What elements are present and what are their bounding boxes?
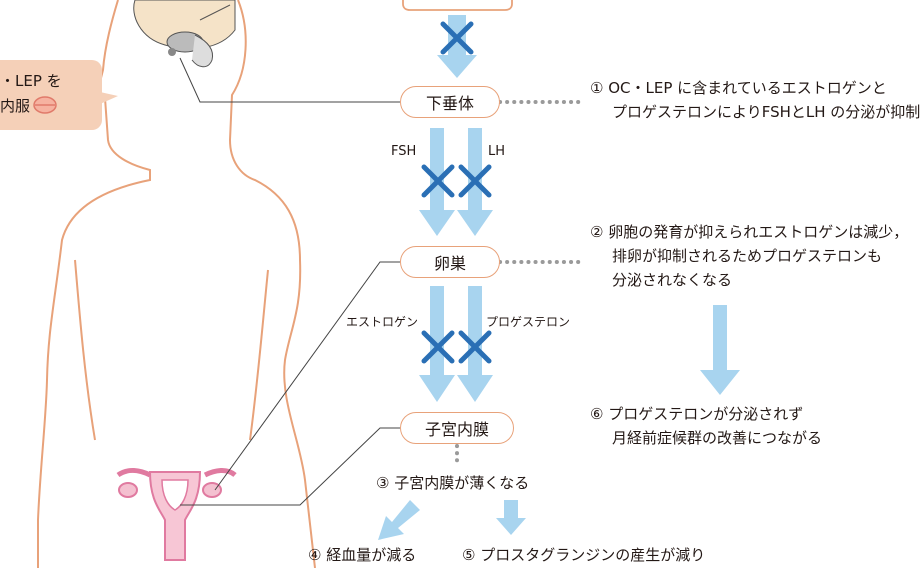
note-1-num: ① <box>590 79 604 97</box>
note-1: ① OC・LEP に含まれているエストロゲンと プロゲステロンによりFSHとLH… <box>590 76 920 124</box>
arrow-note <box>700 305 740 395</box>
note-5-num: ⑤ <box>462 546 476 564</box>
note-3-num: ③ <box>376 474 390 492</box>
cross-lh-icon <box>458 164 492 198</box>
arrow-to-pituitary <box>437 15 477 78</box>
cross-estrogen-icon <box>421 330 455 364</box>
dotted-connectors <box>455 100 582 468</box>
note-5-text: プロスタグランジンの産生が減り <box>480 546 706 564</box>
body-outline-right <box>228 0 316 568</box>
note-2-num: ② <box>590 223 604 241</box>
note-1-line1: OC・LEP に含まれているエストロゲンと <box>608 79 887 97</box>
inhibition-crosses <box>421 21 492 364</box>
speech-line2: 内服 <box>0 97 31 115</box>
note-4-num: ④ <box>308 546 322 564</box>
note-6-line2: 月経前症候群の改善につながる <box>612 429 823 447</box>
cross-fsh-icon <box>421 164 455 198</box>
note-2-line2: 排卵が抑制されるためプロゲステロンも <box>612 247 883 265</box>
note-2: ② 卵胞の発育が抑えられエストロゲンは減少， 排卵が抑制されるためプロゲステロン… <box>590 220 908 292</box>
leader-endometrium <box>180 427 400 506</box>
note-6-line1: プロゲステロンが分泌されず <box>608 405 804 423</box>
speech-bubble: ・LEP を 内服 <box>0 60 102 130</box>
arm-line-right <box>249 269 269 441</box>
label-progesterone: プロゲステロン <box>486 315 571 329</box>
label-estrogen: エストロゲン <box>346 315 419 329</box>
note-5: ⑤ プロスタグランジンの産生が減り <box>462 543 705 567</box>
label-fsh: FSH <box>391 144 417 159</box>
node-endometrium-label: 子宮内膜 <box>424 420 489 439</box>
node-endometrium: 子宮内膜 <box>400 412 514 444</box>
cross-progesterone-icon <box>458 330 492 364</box>
brain-icon <box>133 0 236 68</box>
label-lh: LH <box>488 144 506 159</box>
node-ovary-label: 卵巣 <box>433 254 466 273</box>
node-pituitary: 下垂体 <box>400 86 500 118</box>
body-outline <box>37 0 151 568</box>
note-6-num: ⑥ <box>590 405 604 423</box>
note-1-line2: プロゲステロンによりFSHとLH の分泌が抑制 <box>612 103 921 121</box>
note-3-text: 子宮内膜が薄くなる <box>394 474 530 492</box>
note-2-line1: 卵胞の発育が抑えられエストロゲンは減少， <box>608 223 909 241</box>
note-4: ④ 経血量が減る <box>308 543 416 567</box>
uterus-icon <box>116 468 237 561</box>
arrow-to-5 <box>496 500 526 535</box>
leader-ovary <box>214 261 400 491</box>
node-ovary: 卵巣 <box>400 246 500 278</box>
node-pituitary-label: 下垂体 <box>425 94 474 113</box>
note-2-line3: 分泌されなくなる <box>612 271 733 289</box>
arrow-to-4 <box>378 500 420 540</box>
leader-pituitary <box>179 57 400 103</box>
top-box <box>402 0 513 11</box>
note-3: ③ 子宮内膜が薄くなる <box>376 471 529 495</box>
arm-line <box>74 259 96 441</box>
note-6: ⑥ プロゲステロンが分泌されず 月経前症候群の改善につながる <box>590 402 822 450</box>
speech-line1: ・LEP を <box>0 72 62 90</box>
note-4-text: 経血量が減る <box>326 546 417 564</box>
cross-top-icon <box>440 21 474 55</box>
